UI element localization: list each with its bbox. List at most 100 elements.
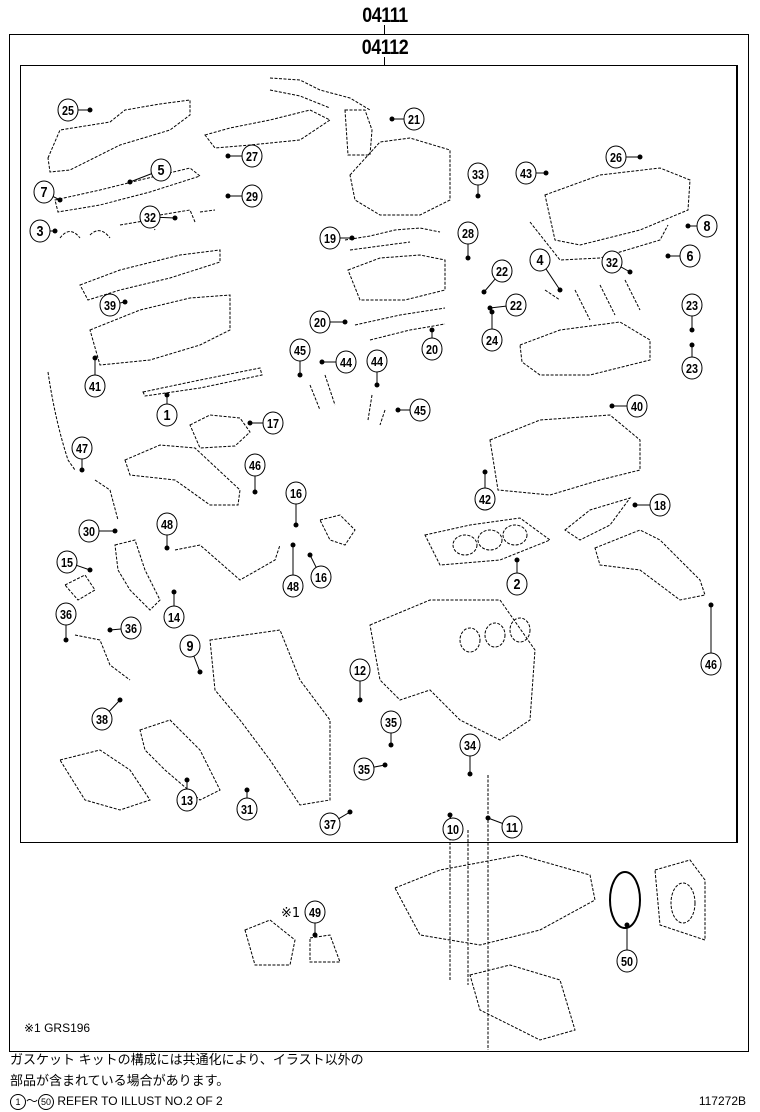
part-marker (164, 545, 170, 551)
callout-circle (57, 98, 79, 122)
part-callout-1[interactable]: 1 (156, 392, 178, 427)
part-callout-38[interactable]: 38 (91, 697, 123, 731)
part-callout-36[interactable]: 36 (107, 616, 142, 640)
part-callout-25[interactable]: 25 (57, 98, 93, 122)
callout-number: 42 (479, 492, 491, 507)
part-callout-43[interactable]: 43 (515, 161, 549, 185)
part-callout-46[interactable]: 46 (244, 453, 266, 495)
callout-number: 30 (83, 524, 95, 539)
crankshaft-oil-seal (609, 871, 641, 929)
part-callout-20[interactable]: 20 (421, 327, 443, 361)
part-callout-26[interactable]: 26 (605, 145, 643, 169)
part-callout-31[interactable]: 31 (236, 787, 258, 821)
part-marker (342, 319, 348, 325)
part-callout-23[interactable]: 23 (681, 342, 703, 380)
part-callout-4[interactable]: 4 (529, 248, 563, 293)
part-callout-5[interactable]: 5 (127, 158, 172, 185)
part-marker (543, 170, 549, 176)
part-callout-30[interactable]: 30 (78, 519, 118, 543)
callout-number: 13 (181, 793, 193, 808)
part-marker (107, 627, 113, 633)
part-callout-24[interactable]: 24 (481, 309, 503, 352)
part-callout-48[interactable]: 48 (156, 512, 178, 551)
part-callout-15[interactable]: 15 (56, 550, 93, 574)
part-callout-22[interactable]: 22 (481, 259, 513, 295)
callout-number: 33 (472, 167, 484, 182)
footnote-jp-line-2: 部品が含まれている場合があります。 (10, 1073, 230, 1088)
callout-circle (84, 374, 106, 398)
part-marker (171, 589, 177, 595)
part-callout-37[interactable]: 37 (319, 809, 353, 836)
part-callout-42[interactable]: 42 (474, 469, 496, 511)
part-callout-32[interactable]: 32 (601, 250, 633, 275)
part-callout-39[interactable]: 39 (99, 293, 128, 317)
callout-number: 5 (158, 162, 165, 179)
callout-number: 4 (537, 252, 545, 269)
part-marker (374, 382, 380, 388)
part-callout-6[interactable]: 6 (665, 244, 701, 268)
part-callout-10[interactable]: 10 (442, 812, 464, 841)
part-callout-16[interactable]: 16 (285, 481, 307, 528)
part-marker (117, 697, 123, 703)
part-callout-32[interactable]: 32 (139, 205, 178, 229)
part-marker (293, 522, 299, 528)
part-marker (685, 223, 691, 229)
part-callout-47[interactable]: 47 (71, 436, 93, 473)
part-callout-21[interactable]: 21 (389, 107, 425, 131)
block-bore-2 (484, 622, 506, 648)
part-callout-14[interactable]: 14 (163, 589, 185, 629)
callout-circle (319, 226, 341, 250)
part-callout-44[interactable]: 44 (366, 349, 388, 388)
part-callout-46[interactable]: 46 (700, 602, 722, 676)
callout-circle (505, 293, 527, 317)
callout-number: 10 (447, 822, 459, 837)
part-callout-28[interactable]: 28 (457, 221, 479, 261)
part-callout-35[interactable]: 35 (353, 757, 388, 781)
part-callout-36[interactable]: 36 (55, 602, 77, 643)
callout-circle (310, 565, 332, 589)
part-marker (389, 116, 395, 122)
part-callout-50[interactable]: 50 (616, 922, 638, 973)
callout-circle (319, 812, 341, 836)
callout-number: 26 (610, 150, 622, 165)
callout-leader (108, 699, 121, 713)
part-callout-44[interactable]: 44 (319, 350, 357, 374)
part-callout-20[interactable]: 20 (309, 310, 348, 334)
part-marker (632, 502, 638, 508)
callout-circle (163, 605, 185, 629)
part-callout-13[interactable]: 13 (176, 777, 198, 812)
part-marker (319, 359, 325, 365)
part-callout-3[interactable]: 3 (29, 219, 58, 243)
part-callout-18[interactable]: 18 (632, 493, 671, 517)
part-callout-49[interactable]: 49 (304, 900, 326, 938)
callout-circle (366, 349, 388, 373)
part-callout-23[interactable]: 23 (681, 293, 703, 333)
part-callout-45[interactable]: 45 (289, 338, 311, 378)
timing-cover-lower (59, 749, 151, 811)
part-callout-45[interactable]: 45 (395, 398, 431, 422)
part-callout-29[interactable]: 29 (225, 184, 263, 208)
part-callout-19[interactable]: 19 (319, 226, 355, 250)
callout-circle (467, 162, 489, 186)
part-callout-7[interactable]: 7 (33, 180, 63, 204)
part-callout-34[interactable]: 34 (459, 733, 481, 777)
callout-number: 11 (506, 820, 518, 835)
part-callout-2[interactable]: 2 (506, 557, 528, 596)
callout-number: 35 (358, 762, 370, 777)
callout-number: 24 (486, 333, 499, 348)
part-callout-41[interactable]: 41 (84, 355, 106, 398)
part-callout-9[interactable]: 9 (179, 634, 203, 675)
part-callout-12[interactable]: 12 (349, 658, 371, 703)
part-callout-17[interactable]: 17 (247, 411, 284, 435)
valves (309, 374, 386, 426)
part-callout-40[interactable]: 40 (609, 394, 648, 418)
part-callout-27[interactable]: 27 (225, 144, 263, 168)
part-callout-22[interactable]: 22 (487, 293, 527, 317)
part-callout-16[interactable]: 16 (307, 552, 332, 589)
part-callout-33[interactable]: 33 (467, 162, 489, 199)
part-callout-8[interactable]: 8 (685, 214, 718, 238)
part-callout-11[interactable]: 11 (485, 815, 523, 839)
part-callout-48[interactable]: 48 (282, 542, 304, 598)
part-callout-35[interactable]: 35 (380, 710, 402, 748)
